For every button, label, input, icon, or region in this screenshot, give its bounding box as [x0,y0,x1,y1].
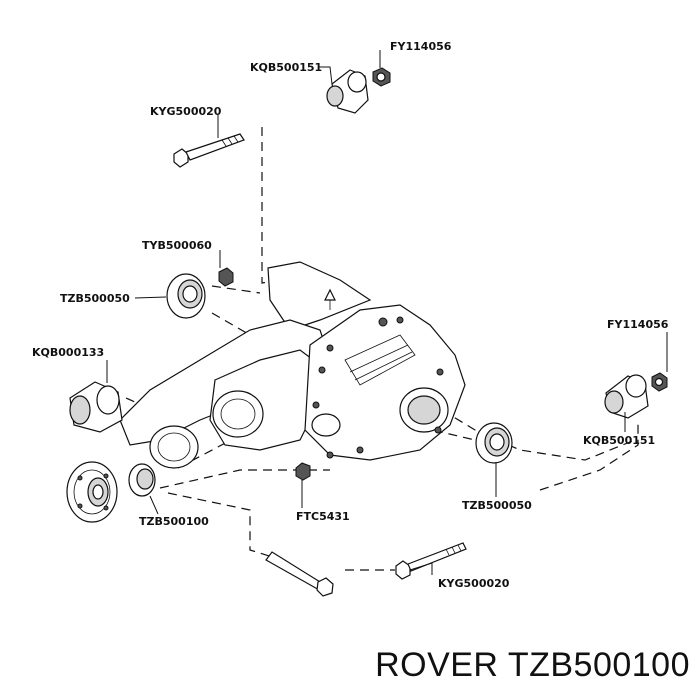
bush-right-kqb500151 [604,374,649,419]
seal-right-tzb500050 [475,422,513,464]
label-tzb500100: TZB500100 [139,515,209,528]
label-ftc5431: FTC5431 [296,510,350,523]
label-fy114056-right: FY114056 [607,318,669,331]
bush-top-kqb500151 [326,69,369,114]
nut-top-fy114056 [372,67,391,87]
drive-flange [66,461,118,523]
label-tzb500050-left: TZB500050 [60,292,130,305]
bolt-bottom-kyg500020 [395,542,467,580]
caption-part-number: ROVER TZB500100 [375,646,690,684]
bolt-bottom-left [265,551,334,597]
seal-left-tzb500050 [166,273,206,319]
nut-right-fy114056 [651,372,668,392]
leader-lines [106,50,668,575]
drain-plug-ftc5431 [295,462,311,481]
seal-tzb500100 [128,463,156,497]
label-fy114056-top: FY114056 [390,40,452,53]
label-kyg500020-bottom: KYG500020 [438,577,510,590]
rear-differential-housing [119,261,466,469]
label-tzb500050-bottom: TZB500050 [462,499,532,512]
label-kqb500151-top: KQB500151 [250,61,322,74]
label-kqb500151-right: KQB500151 [583,434,655,447]
bolt-top-kyg500020 [173,133,245,168]
label-tyb500060: TYB500060 [142,239,212,252]
label-kqb000133: KQB000133 [32,346,104,359]
label-kyg500020-top: KYG500020 [150,105,222,118]
nut-tyb500060 [218,267,234,287]
bush-kqb000133 [69,381,123,433]
